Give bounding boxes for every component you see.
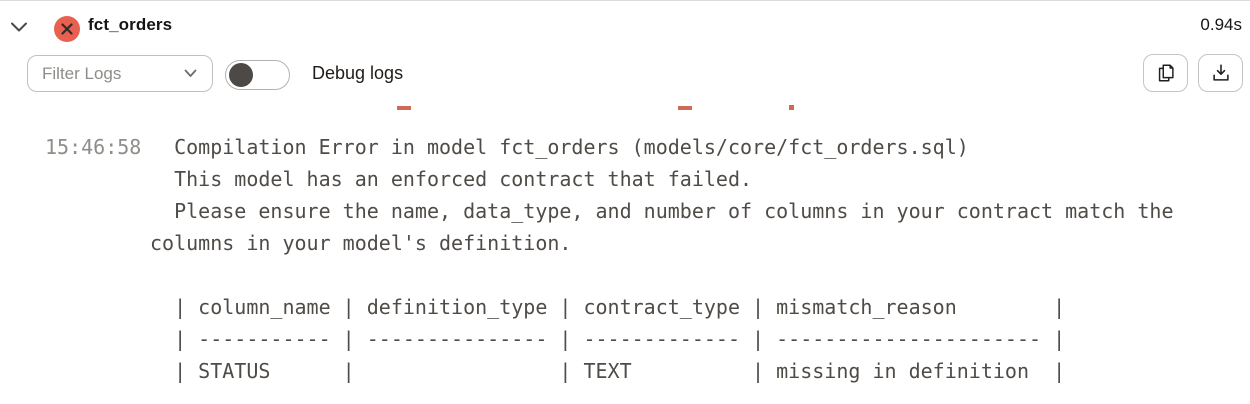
filter-logs-dropdown[interactable]: Filter Logs <box>27 55 213 92</box>
log-output-area[interactable]: 15:46:58 Compilation Error in model fct_… <box>0 97 1250 404</box>
copy-icon <box>1155 62 1177 84</box>
filter-logs-label: Filter Logs <box>42 63 122 83</box>
clipped-underscore-fragment <box>678 106 692 110</box>
debug-logs-toggle[interactable] <box>225 60 290 90</box>
toggle-knob <box>229 62 253 87</box>
model-title: fct_orders <box>88 15 173 34</box>
chevron-down-icon <box>184 69 197 78</box>
duration-text: 0.94s <box>1200 15 1242 34</box>
copy-logs-button[interactable] <box>1143 54 1188 92</box>
download-icon <box>1210 62 1232 84</box>
debug-logs-label: Debug logs <box>312 62 404 83</box>
clipped-underscore-fragment <box>397 106 411 110</box>
error-status-badge <box>54 16 80 42</box>
log-timestamp: 15:46:58 <box>45 135 142 159</box>
x-icon <box>61 23 73 35</box>
download-logs-button[interactable] <box>1198 54 1243 92</box>
log-message: Compilation Error in model fct_orders (m… <box>150 135 1174 383</box>
titlebar: fct_orders 0.94s <box>0 1 1250 49</box>
collapse-chevron-button[interactable] <box>7 15 31 39</box>
clipped-period-fragment <box>789 105 794 110</box>
chevron-down-icon <box>10 21 28 33</box>
